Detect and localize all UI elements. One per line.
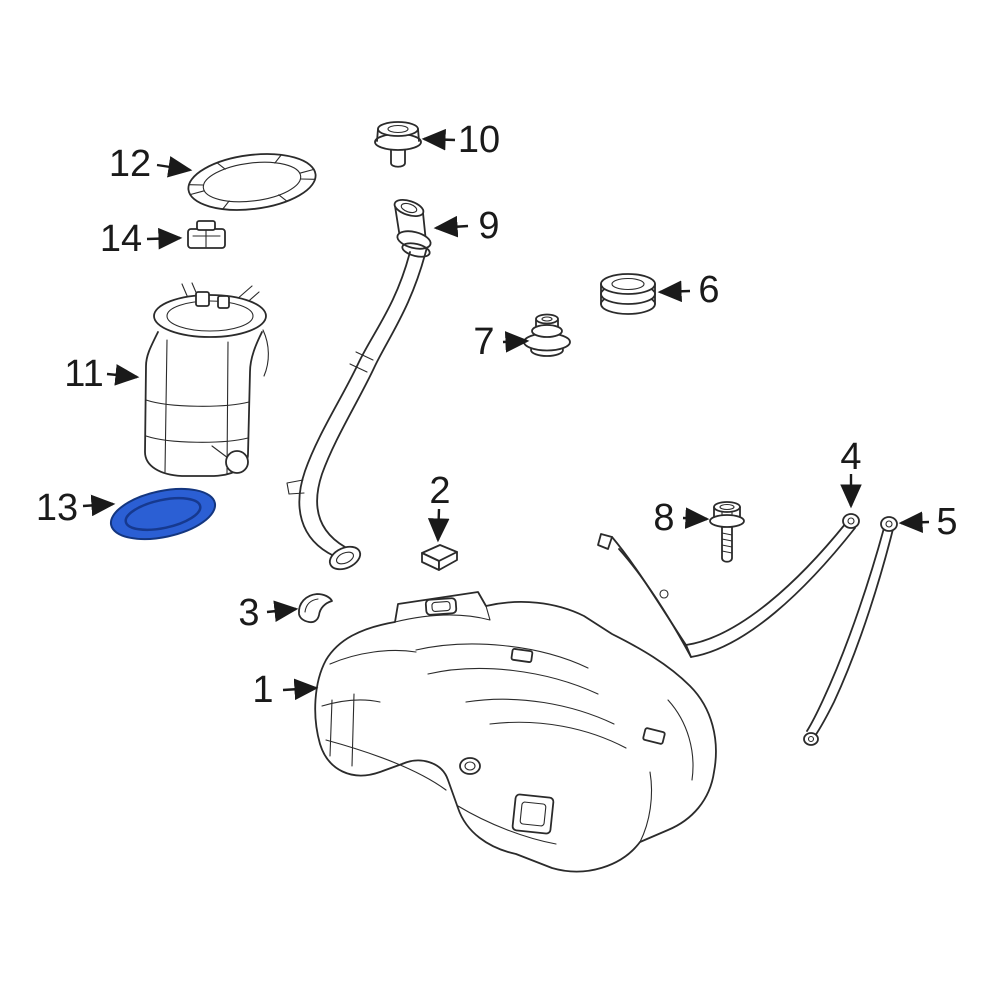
part-3-buffer-bracket xyxy=(298,593,333,624)
callout-11[interactable]: 11 xyxy=(64,353,140,395)
part-4-strap xyxy=(597,513,860,658)
callout-number[interactable]: 4 xyxy=(840,436,861,478)
part-11-fuel-pump-module xyxy=(144,282,269,477)
part-9-filler-neck xyxy=(286,198,432,571)
callout-arrow xyxy=(657,280,691,303)
callout-number[interactable]: 1 xyxy=(252,669,273,711)
callout-number[interactable]: 13 xyxy=(36,487,78,529)
part-10-filler-cap xyxy=(374,121,422,168)
callout-6[interactable]: 6 xyxy=(657,269,720,311)
callout-8[interactable]: 8 xyxy=(653,497,710,539)
part-2-pad xyxy=(421,544,458,571)
callout-3[interactable]: 3 xyxy=(238,592,299,634)
callout-number[interactable]: 10 xyxy=(458,119,500,161)
callout-10[interactable]: 10 xyxy=(421,119,500,161)
callout-number[interactable]: 2 xyxy=(429,470,450,512)
callout-9[interactable]: 9 xyxy=(433,205,500,247)
part-7-vent-valve xyxy=(523,313,571,357)
callout-number[interactable]: 14 xyxy=(100,218,142,260)
callout-arrow xyxy=(682,507,710,529)
part-12-lock-ring xyxy=(187,153,317,211)
callout-arrow xyxy=(421,128,456,151)
part-1-fuel-tank xyxy=(314,591,717,873)
callout-5[interactable]: 5 xyxy=(898,501,958,543)
callout-number[interactable]: 9 xyxy=(478,205,499,247)
callout-14[interactable]: 14 xyxy=(100,218,183,260)
callout-2[interactable]: 2 xyxy=(427,470,451,543)
callout-arrow xyxy=(427,508,450,543)
callout-number[interactable]: 7 xyxy=(473,321,494,363)
callout-arrow xyxy=(146,227,183,250)
callout-1[interactable]: 1 xyxy=(252,669,319,711)
callout-4[interactable]: 4 xyxy=(840,436,862,509)
callout-arrow xyxy=(156,156,193,178)
callout-number[interactable]: 3 xyxy=(238,592,259,634)
callout-number[interactable]: 6 xyxy=(698,269,719,311)
callout-arrow xyxy=(433,215,469,238)
part-8-bolt xyxy=(709,501,745,563)
part-6-seal-rings xyxy=(600,273,656,315)
callout-13[interactable]: 13 xyxy=(36,487,116,529)
callout-arrow xyxy=(898,511,930,534)
callout-number[interactable]: 12 xyxy=(109,143,151,185)
callout-arrow xyxy=(266,600,299,622)
callout-arrow xyxy=(282,678,319,701)
callout-arrow xyxy=(502,331,530,353)
callout-12[interactable]: 12 xyxy=(109,143,193,185)
callout-7[interactable]: 7 xyxy=(473,321,530,363)
callout-arrow xyxy=(106,364,140,386)
part-5-strap xyxy=(803,516,898,746)
callout-number[interactable]: 8 xyxy=(653,497,674,539)
part-13-seal[interactable] xyxy=(106,480,219,547)
callout-number[interactable]: 5 xyxy=(936,501,957,543)
callout-number[interactable]: 11 xyxy=(64,353,103,395)
callout-arrow xyxy=(82,494,116,517)
part-14-clip xyxy=(187,220,226,249)
